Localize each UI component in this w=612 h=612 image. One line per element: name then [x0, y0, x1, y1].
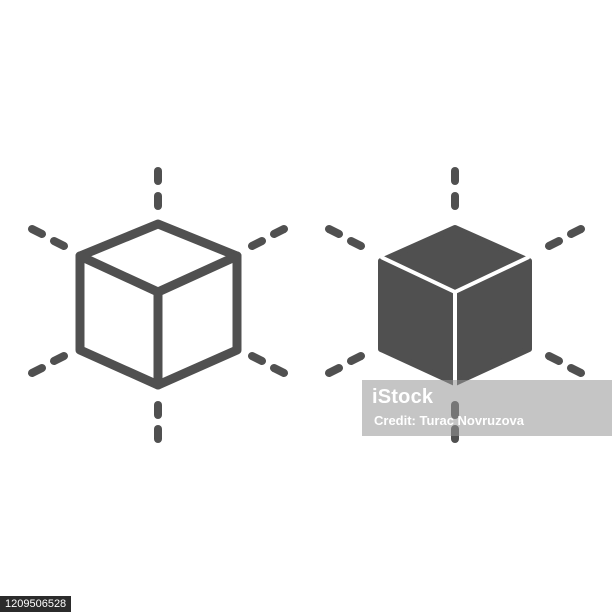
outline-dash-rays [28, 167, 288, 443]
watermark-banner: iStock Credit: Turac Novruzova [362, 380, 612, 436]
cube-outline-top-edge [75, 251, 242, 297]
stock-id-badge: 1209506528 [0, 596, 72, 612]
watermark-brand: iStock [372, 386, 434, 408]
cube-solid-icon [325, 167, 585, 443]
watermark-credit: Credit: Turac Novruzova [374, 413, 525, 428]
cube-outline-icon [28, 167, 288, 443]
